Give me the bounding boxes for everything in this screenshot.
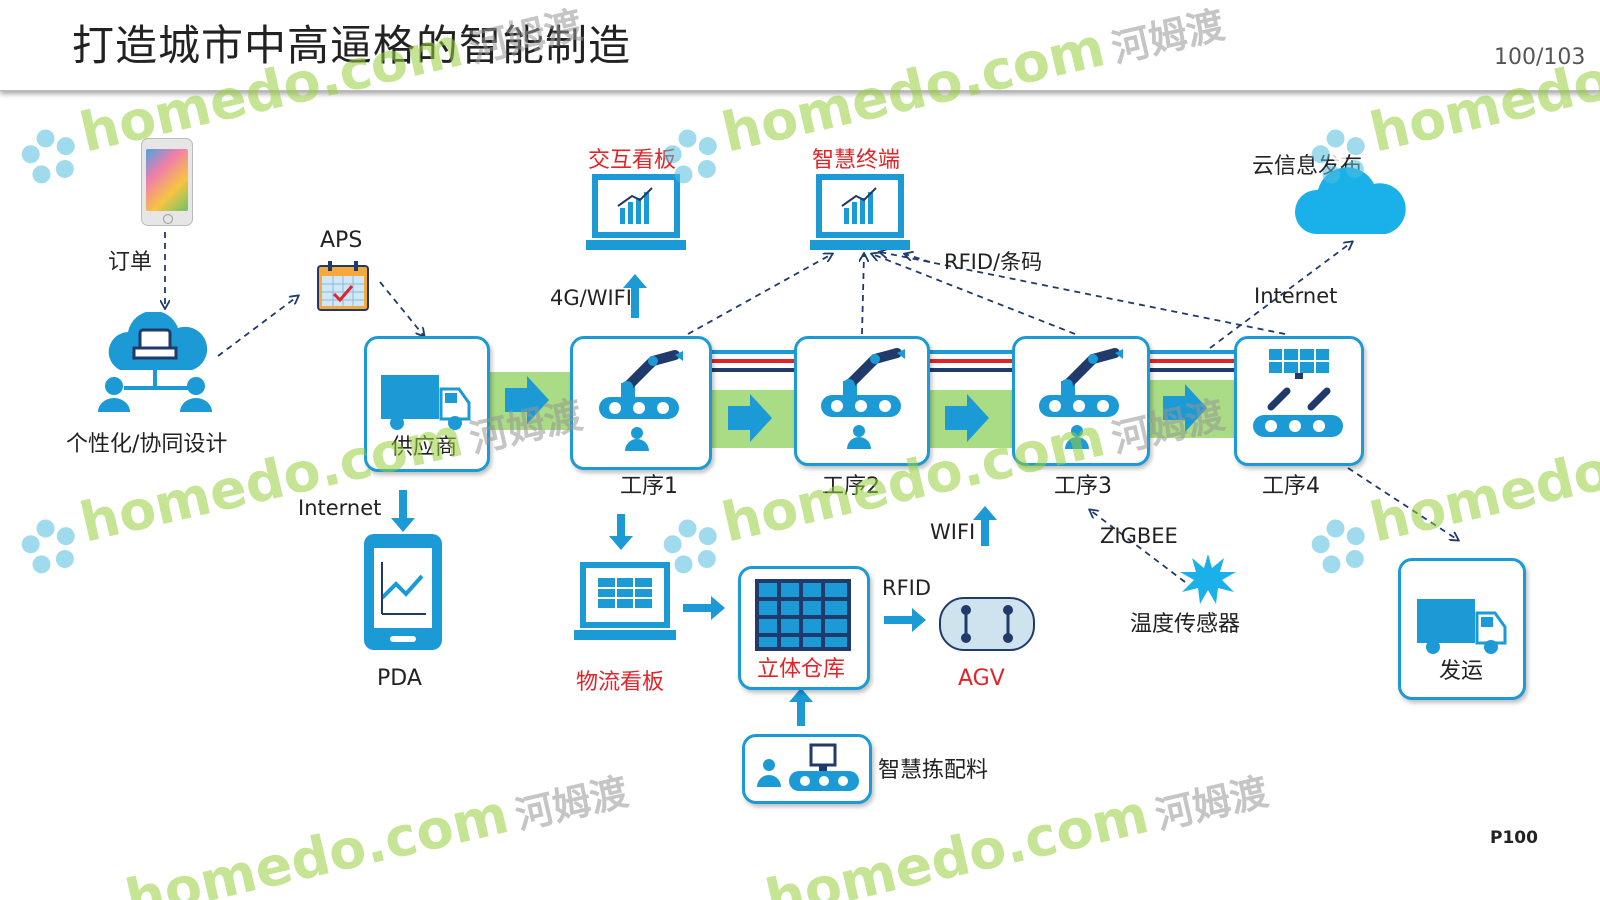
cloud-icon bbox=[1294, 167, 1406, 234]
process-step-1-node[interactable] bbox=[570, 336, 712, 470]
label-rfid: RFID bbox=[882, 576, 932, 600]
label-step-3: 工序3 bbox=[1054, 474, 1112, 499]
page-counter: 100/103 bbox=[1494, 45, 1586, 70]
dash-step4-shipping bbox=[1347, 467, 1458, 540]
dash-step1-terminal bbox=[687, 254, 832, 335]
calendar-icon bbox=[317, 261, 369, 311]
warehouse-node[interactable]: 立体仓库 bbox=[738, 566, 870, 690]
label-step-4: 工序4 bbox=[1262, 474, 1320, 499]
process-step-3-node[interactable] bbox=[1012, 336, 1150, 466]
process-step-2-node[interactable] bbox=[794, 336, 930, 466]
pda-tablet-icon bbox=[364, 534, 442, 650]
label-supplier: 供应商 bbox=[391, 435, 458, 460]
laptop-chart-icon bbox=[586, 174, 686, 250]
slide-title: 打造城市中高逼格的智能制造 bbox=[72, 21, 632, 70]
process-step-4-node[interactable] bbox=[1234, 336, 1364, 466]
collaborative-design-icon bbox=[98, 312, 212, 412]
flow-arrow bbox=[945, 394, 989, 442]
label-agv: AGV bbox=[958, 666, 1005, 691]
robot-arm-icon bbox=[821, 348, 905, 449]
label-shipping: 发运 bbox=[1439, 659, 1484, 684]
dash-step4-terminal bbox=[880, 252, 1286, 335]
flow-arrow bbox=[728, 394, 772, 442]
arrow-up-warehouse bbox=[789, 688, 813, 726]
label-wifi: WIFI bbox=[930, 520, 976, 544]
laptop-table-icon bbox=[574, 562, 676, 640]
solar-robot-icon bbox=[1253, 349, 1343, 437]
arrow-down-logistics bbox=[609, 514, 633, 550]
laptop-chart-icon bbox=[810, 174, 910, 250]
label-interactive-board: 交互看板 bbox=[588, 148, 677, 173]
picking-conveyor-icon bbox=[757, 743, 859, 791]
page-number: P100 bbox=[1490, 828, 1538, 848]
smartphone-icon bbox=[141, 138, 193, 226]
label-smart-picking: 智慧拣配料 bbox=[878, 758, 989, 783]
shipping-node[interactable]: 发运 bbox=[1398, 558, 1526, 700]
label-internet-right: Internet bbox=[1254, 284, 1338, 308]
arrow-down-pda bbox=[391, 490, 415, 532]
supplier-node[interactable]: 供应商 bbox=[364, 336, 490, 472]
dash-step4-cloud bbox=[1209, 242, 1352, 349]
label-rfid-barcode: RFID/条码 bbox=[944, 250, 1043, 274]
label-4g-wifi: 4G/WIFI bbox=[550, 286, 632, 310]
arrow-up-wifi bbox=[973, 506, 997, 546]
label-warehouse: 立体仓库 bbox=[757, 657, 846, 682]
robot-arm-icon bbox=[1039, 348, 1123, 449]
arrow-right-agv bbox=[884, 608, 926, 632]
label-pda: PDA bbox=[377, 666, 422, 691]
dash-rfid-terminal bbox=[905, 254, 931, 263]
flow-arrow bbox=[1163, 384, 1207, 432]
dash-aps-supplier bbox=[379, 281, 424, 336]
label-internet-left: Internet bbox=[298, 496, 382, 520]
label-design: 个性化/协同设计 bbox=[66, 432, 228, 457]
dash-sensor-step3 bbox=[1090, 510, 1186, 583]
robot-arm-icon bbox=[599, 350, 683, 451]
label-order: 订单 bbox=[108, 250, 153, 275]
truck-icon bbox=[1417, 599, 1507, 654]
label-smart-terminal: 智慧终端 bbox=[812, 148, 901, 173]
label-step-1: 工序1 bbox=[620, 474, 678, 499]
title-bar: 打造城市中高逼格的智能制造 100/103 bbox=[0, 0, 1600, 91]
label-temperature-sensor: 温度传感器 bbox=[1130, 612, 1241, 637]
conveyor-rails bbox=[708, 350, 1235, 372]
smart-picking-node[interactable] bbox=[742, 734, 872, 804]
arrow-up-4g bbox=[623, 274, 647, 318]
dash-step2-terminal bbox=[862, 254, 864, 335]
label-logistics-board: 物流看板 bbox=[576, 670, 665, 695]
truck-icon bbox=[381, 375, 471, 430]
label-aps: APS bbox=[320, 228, 363, 253]
dash-design-aps bbox=[217, 296, 298, 357]
label-step-2: 工序2 bbox=[822, 474, 880, 499]
flow-arrow bbox=[505, 376, 549, 424]
sensor-burst-icon bbox=[1180, 554, 1236, 604]
agv-vehicle-icon bbox=[939, 597, 1035, 651]
dash-step3-terminal bbox=[872, 254, 1076, 335]
label-zigbee: ZIGBEE bbox=[1100, 524, 1178, 548]
warehouse-rack-icon bbox=[755, 579, 851, 651]
arrow-right-warehouse bbox=[683, 596, 725, 620]
